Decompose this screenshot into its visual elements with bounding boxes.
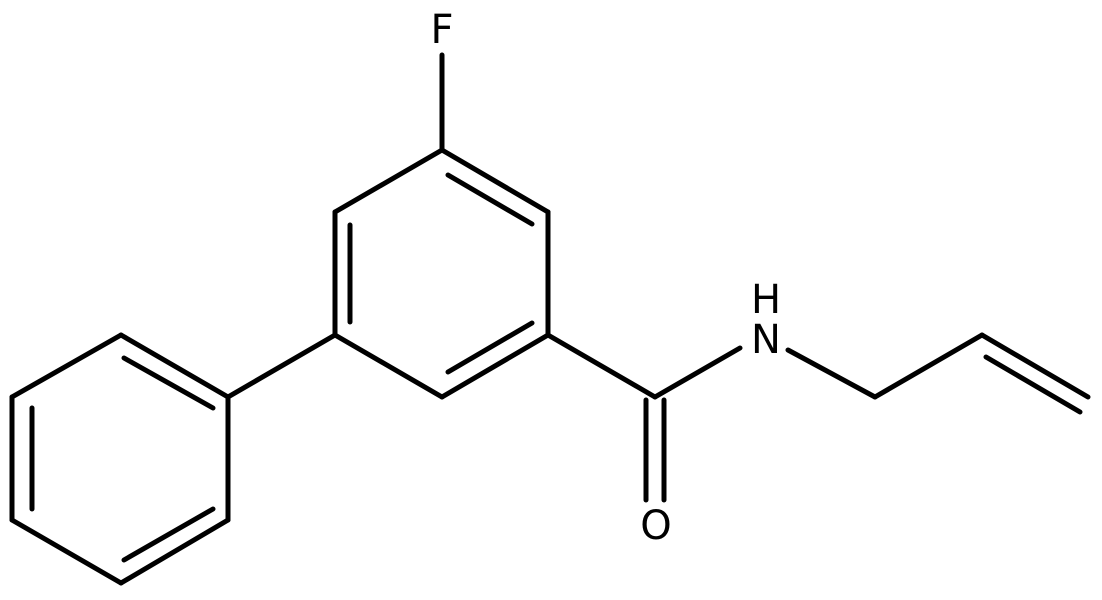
bond-c4-c5 xyxy=(332,332,445,400)
atom-label-nitrogen: N xyxy=(751,317,781,363)
bond-c1-c2-inner xyxy=(445,172,535,227)
bond-biaryl xyxy=(225,332,338,400)
atom-label-oxygen: O xyxy=(640,503,671,549)
atom-label-fluorine: F xyxy=(430,7,453,53)
bond-vinyl-double-b xyxy=(983,354,1083,415)
bond-ch2-ch xyxy=(872,332,985,400)
bond-n-ch2 xyxy=(785,347,878,400)
bond-ring-carbonyl xyxy=(545,332,658,400)
bond-p2-p3 xyxy=(9,332,124,400)
central-ring xyxy=(332,147,551,400)
bond-p1-p2 xyxy=(118,332,231,400)
atom-label-hydrogen: H xyxy=(751,277,781,323)
bond-p4-p5 xyxy=(9,517,124,586)
bond-c3-c4-inner xyxy=(445,320,535,375)
bond-c3-c4 xyxy=(439,332,551,400)
bond-p5-p6 xyxy=(118,517,231,586)
bond-p5-p6-inner xyxy=(121,506,216,563)
bond-p1-p2-inner xyxy=(121,355,216,411)
bond-carbonyl-n xyxy=(652,345,743,400)
bond-c6-c1 xyxy=(332,147,445,215)
bond-c1-c2 xyxy=(439,147,551,215)
phenyl-ring xyxy=(9,332,231,586)
bond-vinyl-double-a xyxy=(979,332,1091,400)
